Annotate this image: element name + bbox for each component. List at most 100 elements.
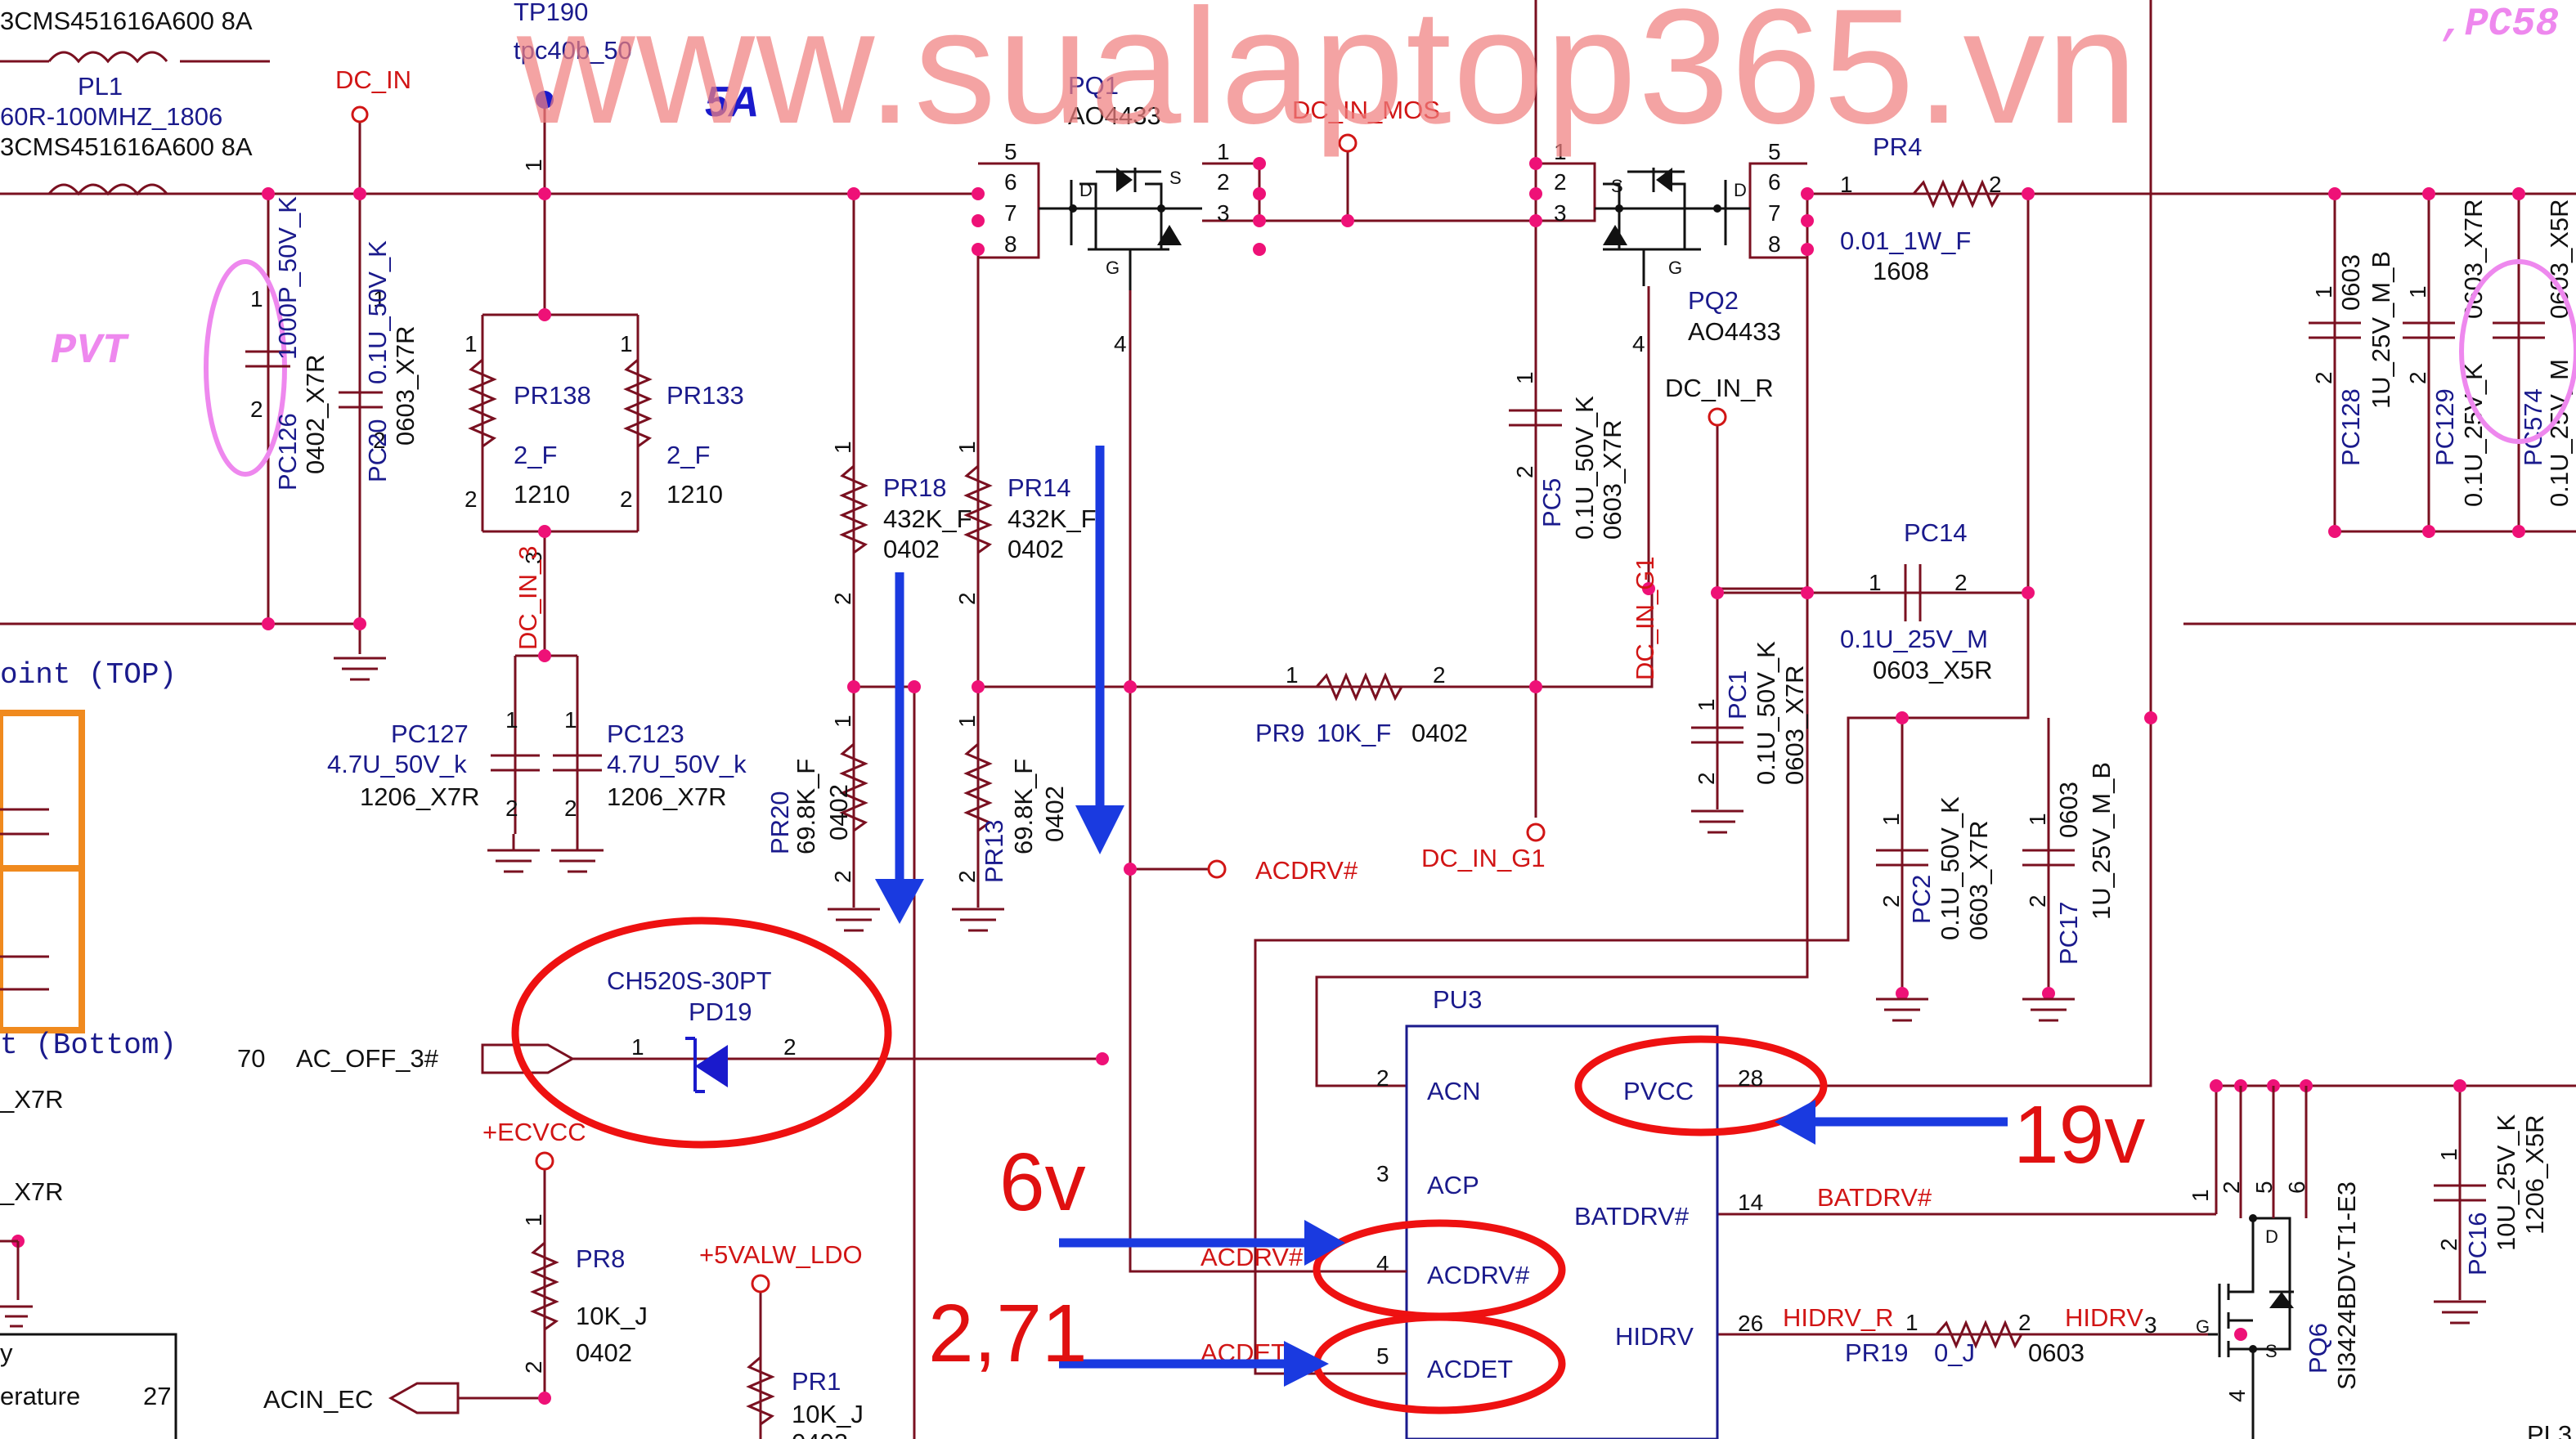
- svg-text:2: 2: [1694, 772, 1719, 785]
- pr1-value: 10K_J: [792, 1400, 864, 1428]
- ic-pin-acdet: ACDET: [1427, 1355, 1513, 1383]
- inductor-value: 60R-100MHZ_1806: [0, 102, 222, 131]
- pr9-value: 10K_F: [1317, 719, 1391, 747]
- pr138-name: PR138: [514, 381, 591, 410]
- junction-dots: [262, 157, 2525, 1405]
- pc20-pkg: 0603_X7R: [391, 325, 420, 446]
- svg-text:7: 7: [1768, 200, 1781, 226]
- pc123-pkg: 1206_X7R: [607, 782, 727, 811]
- cut-x7r-2: _X7R: [0, 1177, 64, 1206]
- pc127-name: PC127: [391, 720, 469, 748]
- pr18-pkg: 0402: [883, 535, 940, 563]
- inductor-part: 3CMS451616A600 8A: [0, 132, 253, 161]
- pq2-mosfet: 1 2 3 5 6 7 8 4 S D G PQ2 AO4433: [1554, 139, 1781, 356]
- pc2-value: 0.1U_50V_K: [1936, 796, 1964, 940]
- current-note: 5A: [705, 78, 759, 126]
- pc574-name: PC574: [2519, 388, 2547, 466]
- svg-text:6: 6: [1768, 169, 1781, 195]
- pr8-pkg: 0402: [576, 1338, 632, 1367]
- ic-pin-acn: ACN: [1427, 1077, 1480, 1105]
- svg-text:2: 2: [2311, 371, 2336, 384]
- pc2-name: PC2: [1907, 875, 1936, 924]
- pl-cut: PL3: [2527, 1420, 2572, 1439]
- svg-text:2: 2: [830, 592, 855, 605]
- svg-text:2: 2: [1512, 465, 1537, 478]
- left-cut-region: 3CMS451616A600 8A PL1 60R-100MHZ_1806 3C…: [0, 7, 253, 1439]
- svg-text:1: 1: [954, 715, 980, 728]
- pc16-name: PC16: [2463, 1212, 2492, 1275]
- svg-text:2: 2: [373, 428, 386, 453]
- svg-text:2: 2: [521, 1361, 546, 1374]
- pr13-pkg: 0402: [1040, 786, 1069, 842]
- pc5-value: 0.1U_50V_K: [1570, 396, 1599, 540]
- pc1-name: PC1: [1723, 670, 1752, 720]
- pr18-name: PR18: [883, 473, 947, 502]
- pc1-value: 0.1U_50V_K: [1752, 641, 1780, 785]
- svg-text:2: 2: [250, 397, 263, 422]
- pr20-name: PR20: [765, 791, 794, 854]
- ac-off-sheet: 70: [237, 1044, 265, 1073]
- dc-in-mos: DC_IN_MOS: [1292, 96, 1440, 153]
- svg-text:1: 1: [1286, 662, 1299, 688]
- ic-pin-batdrv: BATDRV#: [1574, 1202, 1690, 1231]
- cut-y: y: [0, 1338, 13, 1367]
- svg-text:1: 1: [830, 441, 855, 454]
- pq6-value: SI3424BDV-T1-E3: [2332, 1181, 2361, 1390]
- svg-text:1: 1: [250, 286, 263, 312]
- pc14-name: PC14: [1904, 518, 1968, 547]
- ic-pin-num-hidrv: 26: [1738, 1311, 1763, 1336]
- svg-text:2: 2: [1878, 894, 1904, 908]
- pr133-value: 2_F: [666, 441, 710, 469]
- pr18-value: 432K_F: [883, 504, 972, 533]
- svg-text:2: 2: [954, 592, 980, 605]
- pr20-value: 69.8K_F: [792, 759, 820, 854]
- pc14-pkg: 0603_X5R: [1873, 656, 1993, 684]
- svg-text:2: 2: [2219, 1181, 2244, 1194]
- net-dc-in-g1-v: DC_IN_G1: [1631, 556, 1659, 680]
- svg-text:1: 1: [1217, 139, 1230, 164]
- svg-text:2: 2: [1433, 662, 1446, 688]
- svg-text:G: G: [1668, 258, 1682, 278]
- pc16-value: 10U_25V_K: [2492, 1114, 2520, 1251]
- svg-text:S: S: [1611, 176, 1623, 196]
- svg-text:3: 3: [1217, 200, 1230, 226]
- pr8-region: +ECVCC 1 2 PR8 10K_J 0402 ACIN_EC +5VALW…: [263, 1118, 864, 1439]
- pd19-value: CH520S-30PT: [607, 966, 772, 995]
- tp190-region: TP190 tpc40b_50 1 5A 1 2 1 2 PR138 2_F 1…: [327, 0, 759, 873]
- pc123-name: PC123: [607, 720, 684, 748]
- pvt-region: PVT 1 2 1 2 PC126 1000P_50V_K 0402_X7R P…: [51, 65, 420, 681]
- svg-text:5: 5: [1004, 139, 1017, 164]
- svg-text:1: 1: [1878, 813, 1904, 826]
- divider-region: 1 2 1 2 1 2 1 2 PR18 432K_F 0402 PR14 43…: [765, 441, 1097, 932]
- inductor-name: PL1: [78, 72, 123, 101]
- svg-text:1: 1: [1554, 139, 1567, 164]
- net-hidrv-r: HIDRV_R: [1783, 1303, 1894, 1332]
- pr1-name: PR1: [792, 1367, 841, 1396]
- cut-pin27: 27: [143, 1382, 171, 1410]
- net-batdrv: BATDRV#: [1817, 1183, 1932, 1212]
- net-acin-ec: ACIN_EC: [263, 1385, 373, 1414]
- svg-text:1: 1: [373, 286, 386, 312]
- svg-text:2: 2: [2018, 1310, 2031, 1335]
- pr13-value: 69.8K_F: [1009, 759, 1038, 854]
- svg-text:4: 4: [1114, 331, 1127, 356]
- pr133-name: PR133: [666, 381, 744, 410]
- pc20-name: PC20: [363, 419, 392, 482]
- inductor-part-top: 3CMS451616A600 8A: [0, 7, 253, 35]
- pc126-pkg: 0402_X7R: [301, 354, 330, 474]
- pq1-mosfet: PQ1 AO4433 5 6 7 8 1 2 3 4 D S G: [1004, 71, 1230, 356]
- pd19-ring: [511, 917, 892, 1149]
- net-hidrv: HIDRV: [2065, 1303, 2143, 1332]
- svg-text:1: 1: [1869, 570, 1882, 595]
- pd19-name: PD19: [689, 997, 752, 1026]
- pc2-pkg: 0603_X7R: [1964, 820, 1993, 940]
- svg-text:1: 1: [505, 707, 518, 733]
- acdrv-testpoint: ACDRV#: [1207, 856, 1358, 885]
- pd19-region: 70 AC_OFF_3# 1 2 CH520S-30PT PD19: [237, 966, 797, 1093]
- pr8-value: 10K_J: [576, 1302, 648, 1330]
- pr4-name: PR4: [1873, 132, 1922, 161]
- svg-text:1: 1: [620, 331, 633, 356]
- pr133-pkg: 1210: [666, 480, 723, 509]
- svg-text:5: 5: [2251, 1181, 2277, 1194]
